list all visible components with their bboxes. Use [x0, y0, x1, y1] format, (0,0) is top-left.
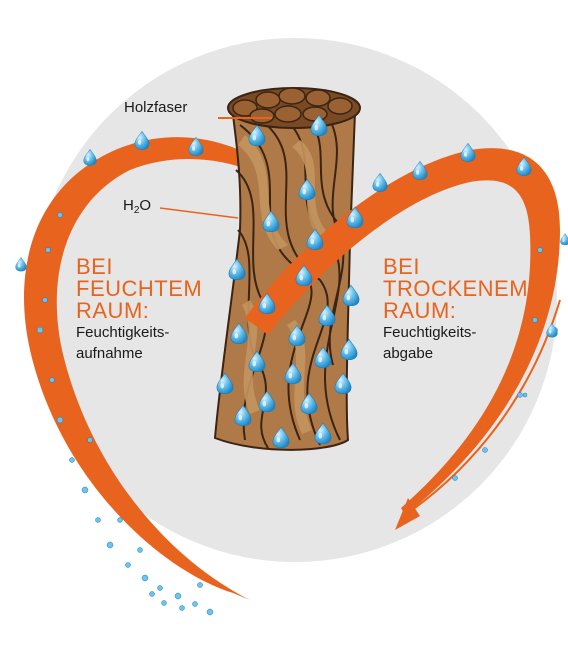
left-text-block: BEI FEUCHTEM RAUM: Feuchtigkeits- aufnah…	[76, 256, 202, 364]
right-heading-line2: TROCKENEM	[383, 278, 528, 300]
right-desc-line2: abgabe	[383, 343, 528, 364]
left-heading-line3: RAUM:	[76, 300, 202, 322]
left-desc-line1: Feuchtigkeits-	[76, 322, 202, 343]
fiber-label: Holzfaser	[124, 98, 187, 118]
left-heading-line2: FEUCHTEM	[76, 278, 202, 300]
water-label-h: H	[123, 197, 134, 214]
left-heading-line1: BEI	[76, 256, 202, 278]
right-heading-line3: RAUM:	[383, 300, 528, 322]
right-desc-line1: Feuchtigkeits-	[383, 322, 528, 343]
right-text-block: BEI TROCKENEM RAUM: Feuchtigkeits- abgab…	[383, 256, 528, 364]
water-label-o: O	[139, 197, 151, 214]
left-desc-line2: aufnahme	[76, 343, 202, 364]
water-label: H2O	[123, 196, 151, 221]
right-heading-line1: BEI	[383, 256, 528, 278]
